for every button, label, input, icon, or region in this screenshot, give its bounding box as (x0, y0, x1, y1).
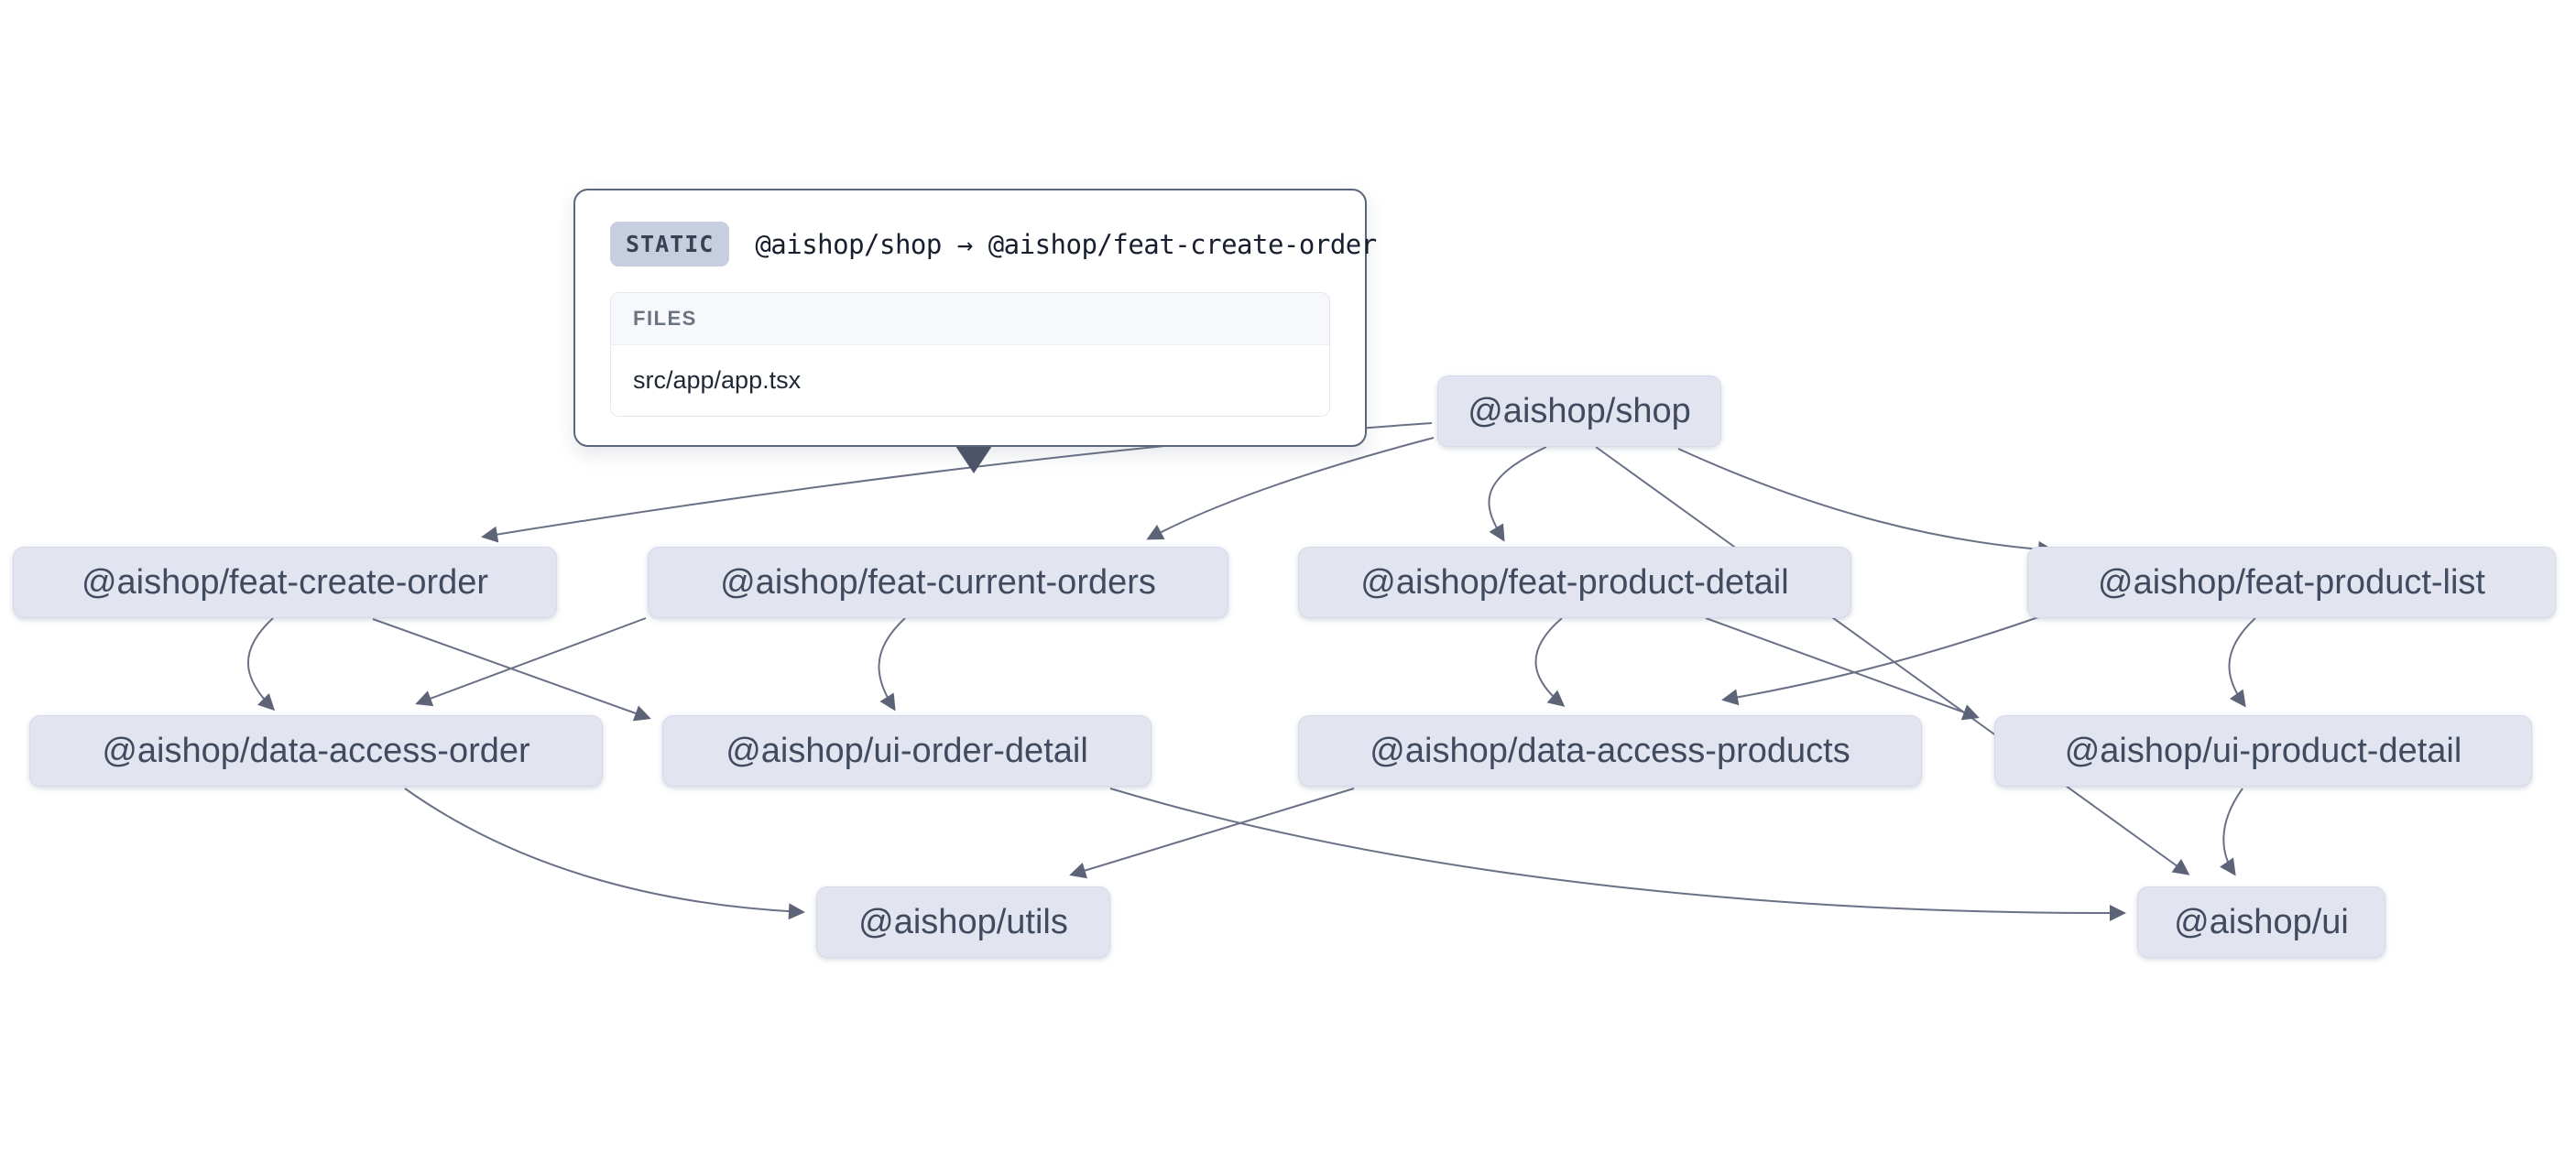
edge-shop-to-ui[interactable] (1595, 446, 2190, 875)
graph-node-feat-product-detail[interactable]: @aishop/feat-product-detail (1298, 547, 1851, 618)
graph-node-feat-current-orders[interactable]: @aishop/feat-current-orders (648, 547, 1228, 618)
graph-node-ui-product-detail[interactable]: @aishop/ui-product-detail (1994, 715, 2532, 787)
node-label: @aishop/utils (858, 902, 1068, 941)
edge-ui-order-detail-to-ui[interactable] (1109, 788, 2126, 922)
edge-data-access-products-to-utils[interactable] (1069, 788, 1355, 879)
node-label: @aishop/shop (1468, 391, 1691, 430)
edge-ui-product-detail-to-ui[interactable] (2220, 788, 2243, 876)
node-label: @aishop/feat-create-order (81, 562, 489, 602)
edge-type-badge: STATIC (610, 222, 730, 266)
node-label: @aishop/ui-order-detail (726, 731, 1088, 770)
node-label: @aishop/ui (2174, 902, 2349, 941)
graph-node-utils[interactable]: @aishop/utils (816, 886, 1110, 958)
hovered-edge-arrowhead (955, 446, 992, 473)
graph-node-ui[interactable]: @aishop/ui (2137, 886, 2385, 958)
graph-node-feat-product-list[interactable]: @aishop/feat-product-list (2027, 547, 2556, 618)
edge-files-panel: FILES src/app/app.tsx (610, 292, 1330, 417)
edge-tooltip-header: STATIC @aishop/shop → @aishop/feat-creat… (610, 222, 1377, 266)
node-label: @aishop/data-access-order (102, 731, 530, 770)
graph-node-data-access-order[interactable]: @aishop/data-access-order (29, 715, 603, 787)
graph-node-shop[interactable]: @aishop/shop (1437, 375, 1721, 447)
node-label: @aishop/ui-product-detail (2064, 731, 2462, 770)
edge-tooltip-title: @aishop/shop → @aishop/feat-create-order (755, 228, 1377, 260)
edge-feat-product-detail-to-data-access-products[interactable] (1534, 617, 1566, 707)
edge-feat-product-detail-to-ui-product-detail[interactable] (1705, 617, 1980, 721)
edge-shop-to-feat-current-orders[interactable] (1146, 437, 1435, 540)
edge-feat-current-orders-to-data-access-order[interactable] (415, 617, 647, 707)
node-label: @aishop/feat-product-list (2098, 562, 2485, 602)
edge-feat-create-order-to-data-access-order[interactable] (247, 617, 276, 712)
node-label: @aishop/data-access-products (1370, 731, 1850, 770)
edge-feat-current-orders-to-ui-order-detail[interactable] (878, 617, 906, 712)
edge-files-header: FILES (611, 293, 1329, 345)
edge-feat-product-list-to-ui-product-detail[interactable] (2228, 617, 2256, 708)
edge-data-access-order-to-utils[interactable] (404, 788, 805, 920)
edge-shop-to-feat-product-detail[interactable] (1488, 446, 1547, 542)
graph-node-feat-create-order[interactable]: @aishop/feat-create-order (13, 547, 557, 618)
graph-node-data-access-products[interactable]: @aishop/data-access-products (1298, 715, 1922, 787)
node-label: @aishop/feat-current-orders (720, 562, 1156, 602)
graph-node-ui-order-detail[interactable]: @aishop/ui-order-detail (662, 715, 1152, 787)
edge-shop-to-feat-product-list[interactable] (1677, 448, 2055, 558)
edge-feat-product-list-to-data-access-products[interactable] (1721, 615, 2042, 706)
edge-tooltip: STATIC @aishop/shop → @aishop/feat-creat… (573, 189, 1377, 447)
edge-file-item: src/app/app.tsx (611, 345, 1329, 416)
node-label: @aishop/feat-product-detail (1360, 562, 1789, 602)
